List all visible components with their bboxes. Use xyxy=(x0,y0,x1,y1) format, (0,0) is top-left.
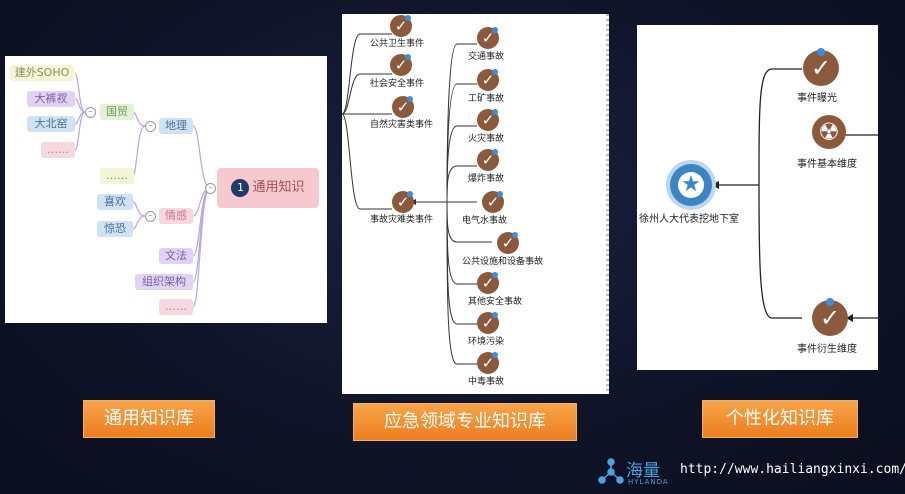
subcategory-label[interactable]: 其他安全事故 xyxy=(468,297,523,307)
check-icon: ✓ xyxy=(803,48,839,86)
subcategory-label[interactable]: 爆炸事故 xyxy=(468,174,505,184)
check-icon: ✓ xyxy=(477,27,499,49)
level2-node[interactable]: …… xyxy=(159,299,193,315)
brand-name: 海量 xyxy=(626,461,660,481)
check-icon: ✓ xyxy=(477,352,499,374)
level4-node[interactable]: 大裤衩 xyxy=(27,91,75,107)
graph-node-label[interactable]: 事件基本维度 xyxy=(797,159,857,170)
emergency-knowledge-label: 应急领域专业知识库 xyxy=(353,403,577,441)
subcategory-label[interactable]: 公共设施和设备事故 xyxy=(462,257,544,267)
personal-knowledge-graph: ★ 徐州人大代表挖地下室 ✓ 事件曝光 ☢ 事件基本维度 ✓ 事件衍生维度 xyxy=(637,25,878,370)
category-label[interactable]: 自然灾害类事件 xyxy=(370,120,434,130)
level4-node[interactable]: 大北窑 xyxy=(27,116,75,132)
check-icon: ✓ xyxy=(392,96,414,118)
level3-node[interactable]: 喜欢 xyxy=(97,194,133,210)
collapse-toggle[interactable]: – xyxy=(205,183,216,194)
collapse-toggle[interactable]: – xyxy=(145,121,156,132)
graph-node-label[interactable]: 事件衍生维度 xyxy=(797,344,857,355)
check-icon: ✓ xyxy=(812,298,848,336)
subcategory-label[interactable]: 环境污染 xyxy=(468,337,505,347)
subcategory-label[interactable]: 火灾事故 xyxy=(468,134,505,144)
subcategory-label[interactable]: 工矿事故 xyxy=(468,94,505,104)
center-node-label[interactable]: 徐州人大代表挖地下室 xyxy=(639,214,739,225)
check-icon: ✓ xyxy=(482,191,504,213)
graph-node-label[interactable]: 事件曝光 xyxy=(797,93,837,104)
root-label: 通用知识 xyxy=(252,180,305,195)
website-link[interactable]: http://www.hailiangxinxi.com/ xyxy=(680,462,905,477)
subcategory-label[interactable]: 中毒事故 xyxy=(468,377,505,387)
check-icon: ✓ xyxy=(477,109,499,131)
check-icon: ✓ xyxy=(390,54,412,76)
level2-node[interactable]: 地理 xyxy=(159,118,193,134)
category-label[interactable]: 社会安全事件 xyxy=(370,79,425,89)
collapse-toggle[interactable]: – xyxy=(145,211,156,222)
general-knowledge-mindmap: 建外SOHO 大裤衩 大北窑 …… – 国贸 …… 喜欢 惊恐 – 地理 – 情… xyxy=(5,56,327,323)
check-icon: ✓ xyxy=(477,69,499,91)
check-icon: ✓ xyxy=(477,272,499,294)
scroll-edge xyxy=(606,14,609,394)
level2-node[interactable]: 情感 xyxy=(159,208,193,224)
check-icon: ✓ xyxy=(392,191,414,213)
level3-node[interactable]: …… xyxy=(100,168,134,184)
check-icon: ✓ xyxy=(477,312,499,334)
subcategory-label[interactable]: 交通事故 xyxy=(468,52,505,62)
check-icon: ✓ xyxy=(477,149,499,171)
level3-node[interactable]: 惊恐 xyxy=(97,221,133,237)
level2-node[interactable]: 组织架构 xyxy=(135,274,193,290)
level3-node[interactable]: 国贸 xyxy=(100,104,134,120)
category-label[interactable]: 公共卫生事件 xyxy=(370,39,425,49)
level4-node[interactable]: 建外SOHO xyxy=(10,65,74,81)
personal-knowledge-label: 个性化知识库 xyxy=(702,400,858,438)
brand-name-en: HYLANDA xyxy=(628,478,669,486)
radiation-icon: ☢ xyxy=(812,115,846,149)
general-knowledge-label: 通用知识库 xyxy=(83,400,215,438)
root-number-badge: 1 xyxy=(231,179,250,197)
emergency-knowledge-tree: ✓ 公共卫生事件 ✓ 社会安全事件 ✓ 自然灾害类事件 ✓ 事故灾难类事件 ✓ … xyxy=(342,14,609,394)
collapse-toggle[interactable]: – xyxy=(85,107,96,118)
tree-connectors xyxy=(342,33,492,365)
level2-node[interactable]: 文法 xyxy=(159,248,193,264)
subcategory-label[interactable]: 电气水事故 xyxy=(462,216,508,226)
level4-node[interactable]: …… xyxy=(41,142,75,158)
hylanda-logo: 海量 HYLANDA xyxy=(598,458,680,488)
category-label[interactable]: 事故灾难类事件 xyxy=(370,215,434,225)
molecule-icon xyxy=(598,458,624,484)
star-icon: ★ xyxy=(670,164,712,206)
check-icon: ✓ xyxy=(390,15,412,37)
graph-connectors xyxy=(711,68,878,322)
check-icon: ✓ xyxy=(497,232,519,254)
